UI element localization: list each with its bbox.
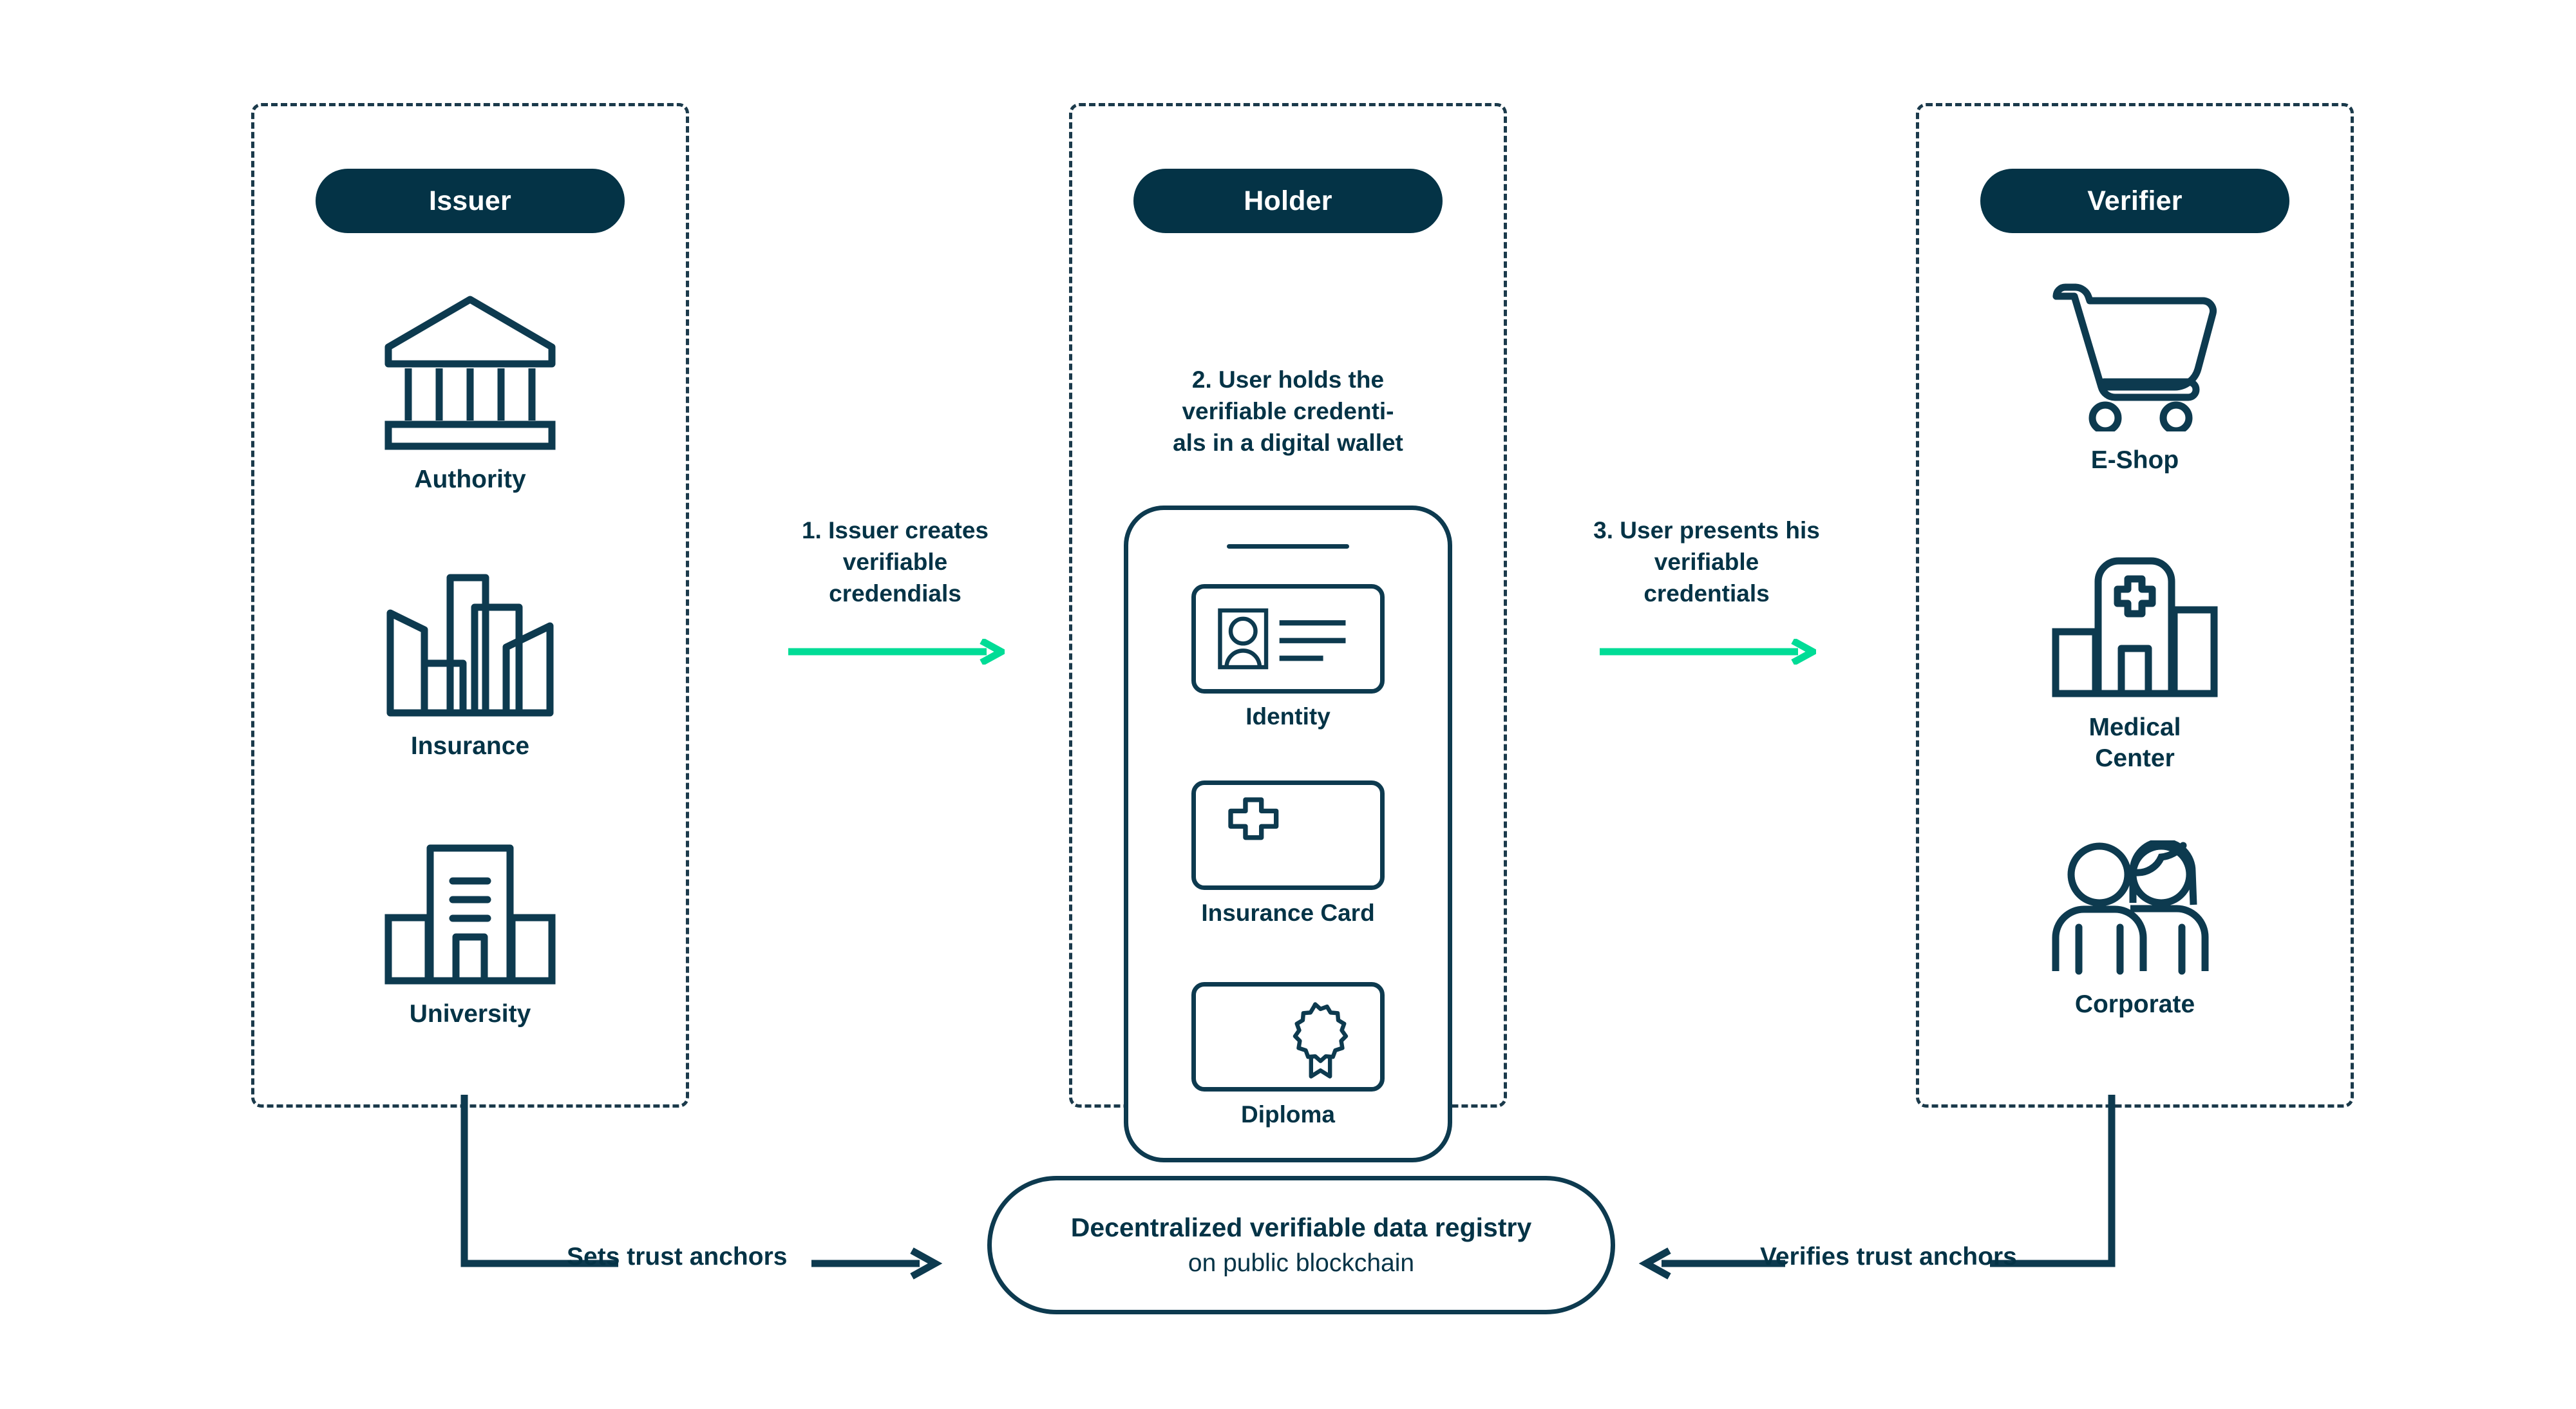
verifier-entity-label: Medical Center — [2088, 712, 2181, 773]
hospital-building-icon — [2050, 557, 2219, 702]
verifier-entity-label: E-Shop — [2090, 446, 2179, 474]
bank-building-icon — [383, 293, 557, 454]
issuer-entity-label: University — [409, 1000, 531, 1028]
award-seal-card-icon — [1191, 982, 1385, 1092]
flow-label-line: 1. Issuer creates — [801, 517, 989, 544]
holder-note-line: 2. User holds the — [1191, 366, 1385, 393]
two-people-icon — [2050, 838, 2219, 979]
flow-label: 1. Issuer creates verifiable credendials — [760, 515, 1030, 609]
verifies-trust-anchors-label: Verifies trust anchors — [1760, 1243, 2017, 1271]
flow-label: 3. User presents his verifiable credenti… — [1571, 515, 1842, 609]
holder-note-line: als in a digital wallet — [1173, 430, 1403, 457]
issuer-column: Issuer Authority — [251, 103, 689, 1108]
issuer-entity-insurance: Insurance — [254, 573, 686, 762]
registry-subtitle: on public blockchain — [1188, 1249, 1415, 1277]
credential-label: Insurance Card — [1201, 900, 1375, 926]
flow-label-line: 3. User presents his — [1593, 517, 1820, 544]
issuer-entity-authority: Authority — [254, 293, 686, 495]
sets-trust-anchors-connector — [460, 1095, 943, 1280]
credential-diploma[interactable]: Diploma — [1128, 982, 1448, 1128]
credential-label: Identity — [1245, 703, 1331, 730]
verifier-entity-medical-center: Medical Center — [1919, 557, 2351, 773]
sets-trust-anchors-label: Sets trust anchors — [567, 1243, 788, 1271]
credential-label: Diploma — [1241, 1101, 1335, 1128]
shopping-cart-icon — [2051, 280, 2219, 435]
verifier-entity-label-line: Center — [2095, 744, 2175, 772]
holder-note-line: verifiable credenti- — [1182, 398, 1394, 425]
credential-insurance-card[interactable]: Insurance Card — [1128, 780, 1448, 927]
arrow-right-icon — [760, 638, 1030, 668]
holder-note: 2. User holds the verifiable credenti- a… — [1150, 364, 1426, 459]
holder-column: Holder 2. User holds the verifiable cred… — [1069, 103, 1507, 1162]
credential-identity[interactable]: Identity — [1128, 584, 1448, 730]
digital-wallet-phone: Identity Insurance Card Diploma — [1124, 506, 1452, 1162]
issuer-entity-label: Insurance — [410, 732, 530, 760]
phone-speaker-icon — [1227, 544, 1349, 549]
university-building-icon — [383, 840, 557, 988]
flow-label-line: credentials — [1643, 580, 1770, 607]
city-skyline-icon — [386, 573, 554, 721]
medical-cross-card-icon — [1191, 780, 1385, 890]
flow-label-line: verifiable — [842, 548, 948, 575]
issuer-entity-label: Authority — [414, 466, 526, 493]
verifier-entity-label: Corporate — [2074, 990, 2195, 1018]
verifier-entity-eshop: E-Shop — [1919, 280, 2351, 476]
flow-label-line: credendials — [829, 580, 961, 607]
flow-label-line: verifiable — [1654, 548, 1759, 575]
verifier-column: Verifier E-Shop Medical — [1916, 103, 2354, 1108]
verifies-trust-anchors-connector — [1638, 1095, 2116, 1280]
flow-holder-to-verifier: 3. User presents his verifiable credenti… — [1571, 515, 1842, 668]
registry-title: Decentralized verifiable data registry — [1070, 1213, 1532, 1243]
issuer-entity-university: University — [254, 840, 686, 1030]
verifier-entity-label-line: Medical — [2088, 714, 2181, 741]
id-card-icon — [1191, 584, 1385, 694]
flow-issuer-to-holder: 1. Issuer creates verifiable credendials — [760, 515, 1030, 668]
issuer-badge: Issuer — [316, 169, 625, 233]
decentralized-registry-node: Decentralized verifiable data registry o… — [987, 1176, 1615, 1314]
holder-badge: Holder — [1133, 169, 1443, 233]
verifier-entity-corporate: Corporate — [1919, 838, 2351, 1020]
verifier-badge: Verifier — [1980, 169, 2289, 233]
arrow-right-icon — [1571, 638, 1842, 668]
